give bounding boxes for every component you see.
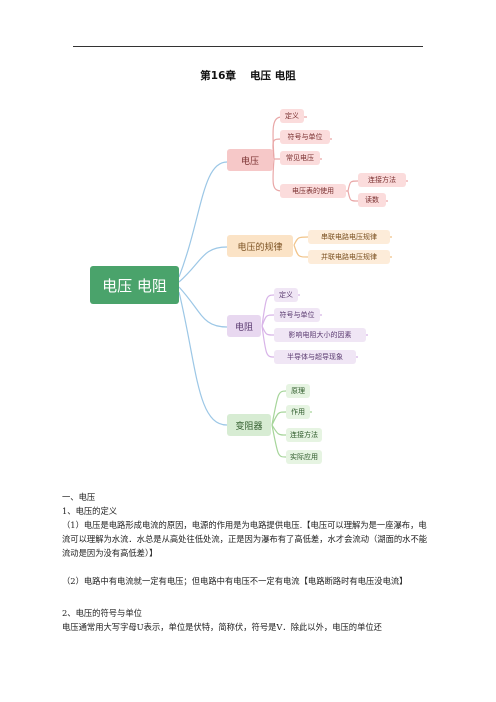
mind-map: 电压 电阻 电压 定义 符号与单位 常见电压 电压表的使用 连接方法 读数 电压…	[82, 87, 416, 480]
leaf-voltmeter-usage: 电压表的使用	[280, 184, 346, 198]
leaf-resistance-definition: 定义	[274, 288, 298, 302]
branch-voltage: 电压	[227, 149, 273, 171]
leaf-resistance-factors: 影响电阻大小的因素	[274, 328, 366, 342]
leaf-resistance-symbol-unit: 符号与单位	[274, 308, 320, 322]
leaf-rheostat-connection: 连接方法	[286, 428, 322, 442]
leaf-voltage-definition: 定义	[280, 109, 304, 123]
leaf-semiconductor: 半导体与超导现象	[274, 350, 356, 364]
paragraph-symbol-unit: 电压通常用大写字母U表示，单位是伏特，简称伏，符号是V．除此以外，电压的单位还	[62, 622, 382, 632]
subsection-heading-definition: 1、电压的定义	[62, 506, 118, 516]
paragraph-definition-1: （1）电压是电路形成电流的原因，电源的作用是为电路提供电压.【电压可以理解为是一…	[62, 520, 428, 558]
header-rule	[73, 46, 423, 47]
leaf-voltage-symbol-unit: 符号与单位	[280, 130, 330, 144]
paragraph-definition-2: （2）电路中有电流就一定有电压；但电路中有电压不一定有电流【电路断路时有电压没电…	[62, 576, 408, 586]
branch-rheostat: 变阻器	[227, 414, 271, 436]
mindmap-root: 电压 电阻	[90, 266, 179, 304]
chapter-title: 第16章 电压 电阻	[200, 70, 296, 82]
leaf-rheostat-application: 实际应用	[286, 450, 322, 464]
branch-voltage-law: 电压的规律	[227, 235, 293, 257]
leaf-parallel-voltage-law: 并联电路电压规律	[308, 250, 390, 264]
leaf-reading: 读数	[358, 193, 386, 207]
leaf-connection-method: 连接方法	[358, 173, 406, 187]
mind-map-connectors	[178, 116, 408, 458]
leaf-rheostat-function: 作用	[286, 405, 310, 419]
leaf-common-voltage: 常见电压	[280, 151, 320, 165]
leaf-series-voltage-law: 串联电路电压规律	[308, 230, 390, 244]
subsection-heading-symbol: 2、电压的符号与单位	[62, 608, 142, 618]
branch-resistance: 电阻	[227, 315, 261, 337]
leaf-rheostat-principle: 原理	[286, 384, 310, 398]
section-heading: 一、电压	[62, 492, 96, 502]
